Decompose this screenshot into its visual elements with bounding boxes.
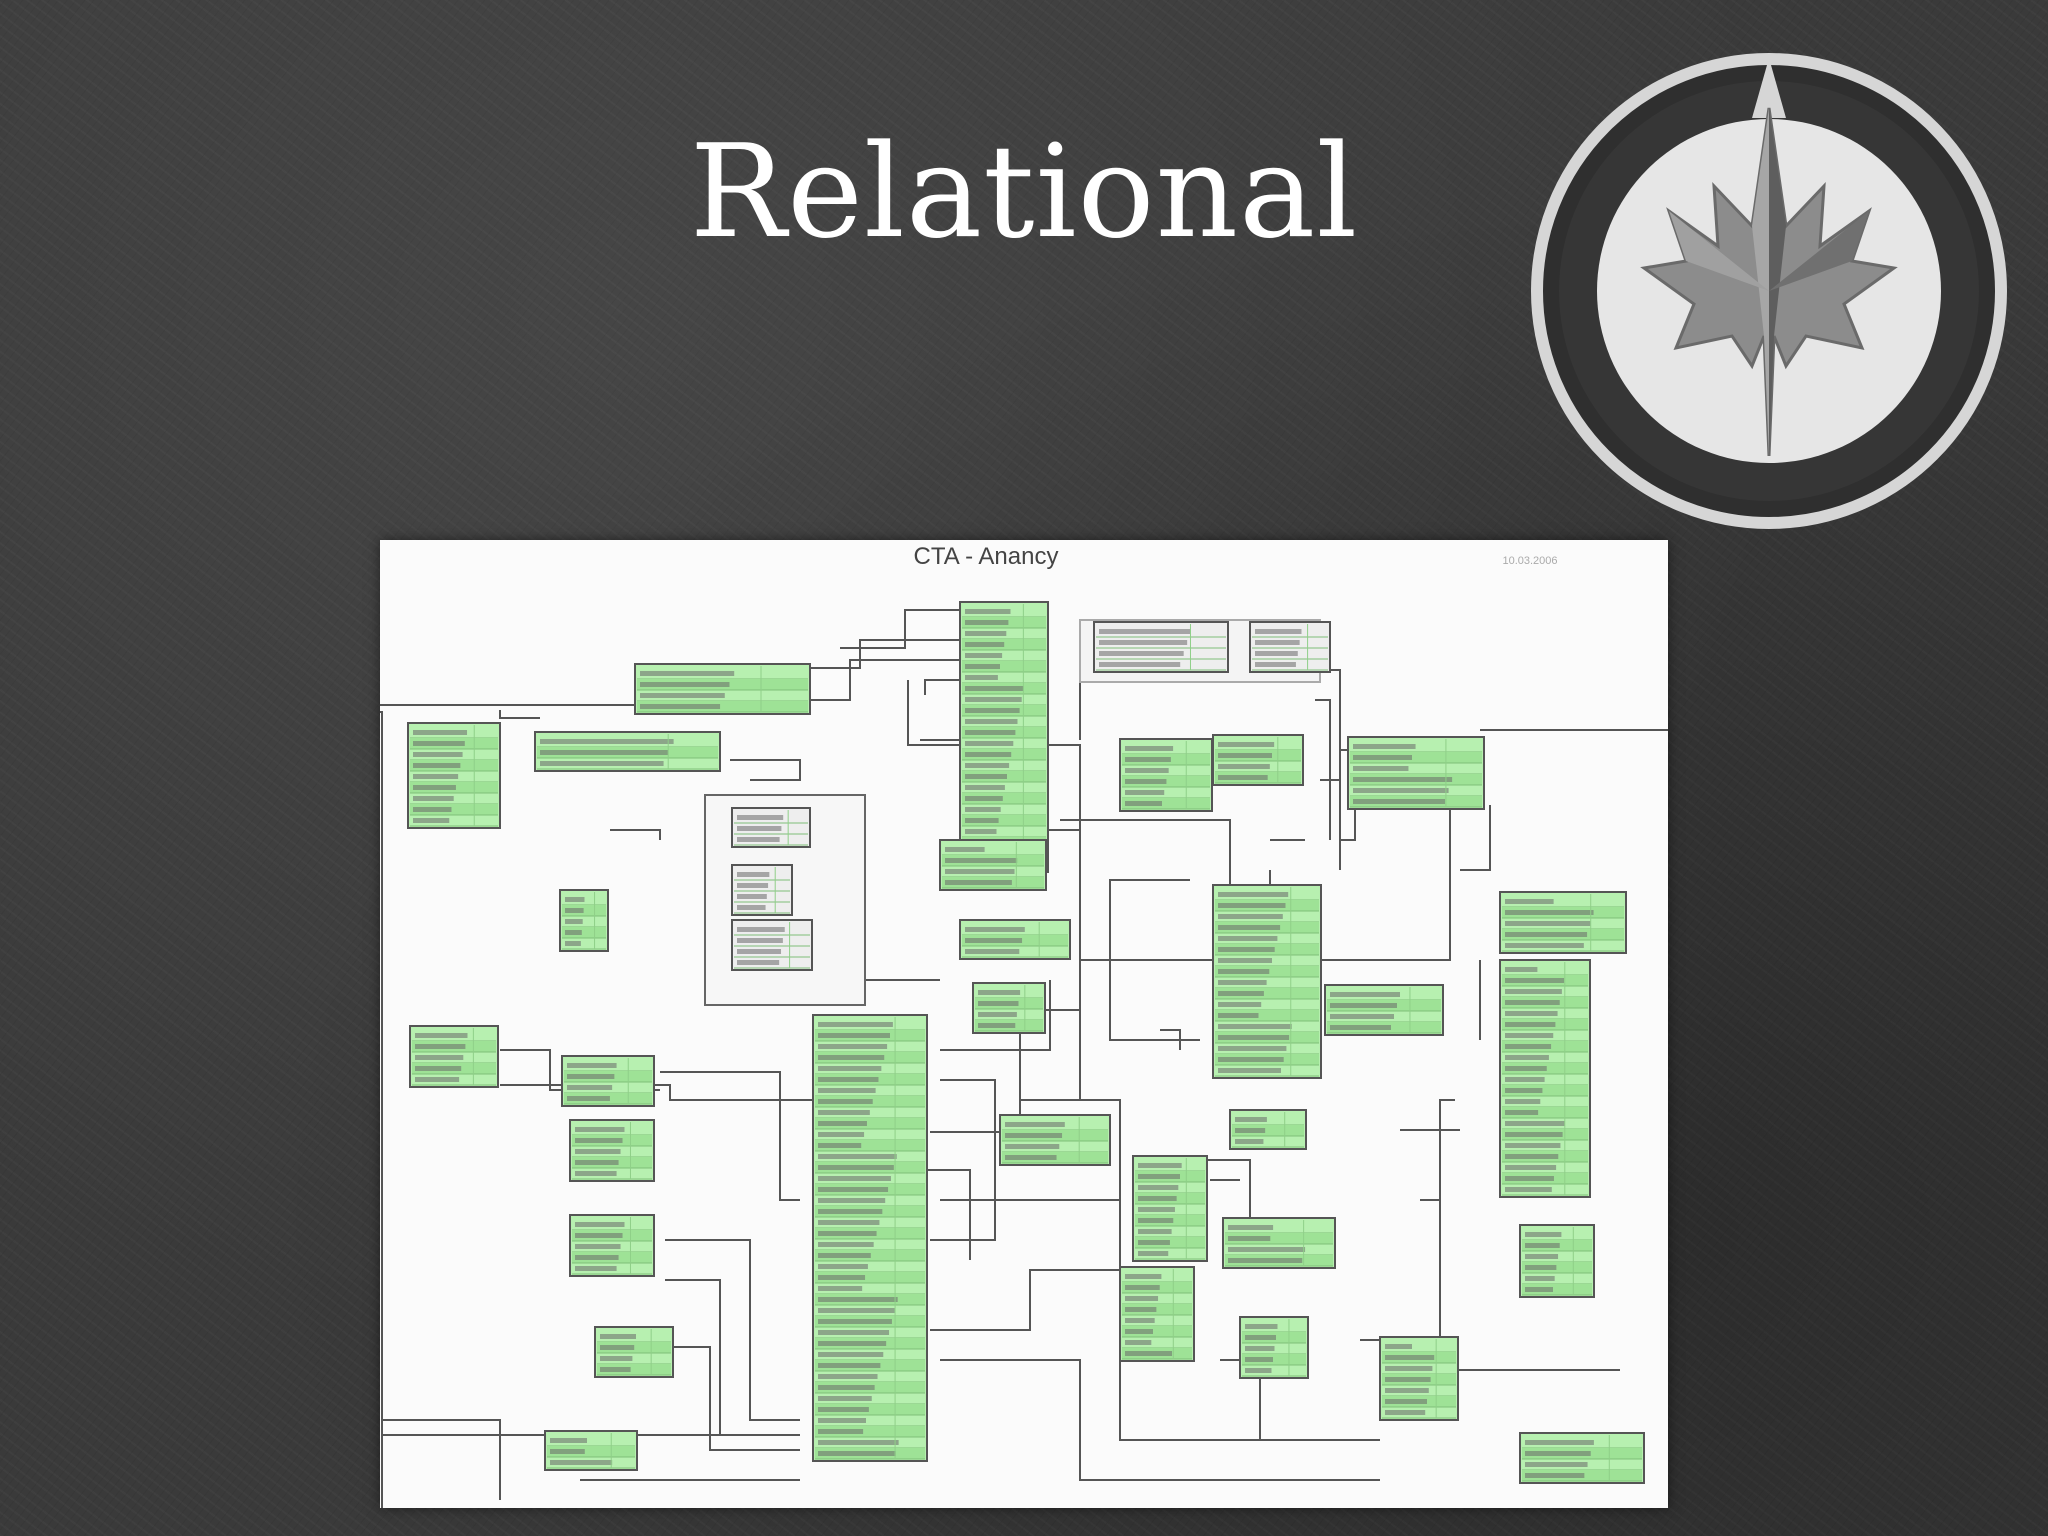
relationship-line — [940, 980, 1051, 1051]
relationship-line — [1315, 699, 1331, 840]
relationship-line — [1080, 750, 1451, 961]
er-table — [731, 919, 813, 971]
diagram-date-stamp: 10.03.2006 — [1502, 555, 1557, 567]
diagram-canvas: CTA - Anancy 10.03.2006 — [380, 543, 1668, 1508]
database-diagram: CTA - Anancy 10.03.2006 — [380, 540, 1668, 1508]
relationship-line — [920, 1169, 971, 1260]
er-table — [1119, 1266, 1195, 1362]
er-table — [812, 1014, 928, 1462]
er-table — [1519, 1432, 1645, 1484]
er-table — [1499, 891, 1627, 954]
relationship-line — [665, 1239, 800, 1421]
er-table — [1347, 736, 1485, 810]
er-table — [569, 1119, 655, 1182]
er-table — [972, 982, 1046, 1034]
relationship-line — [1109, 879, 1190, 980]
er-table — [1132, 1155, 1208, 1262]
er-table — [559, 889, 609, 952]
er-table — [999, 1114, 1111, 1166]
relationship-line — [610, 829, 661, 840]
er-table — [959, 601, 1049, 873]
er-table — [1212, 884, 1322, 1079]
relationship-line — [380, 711, 383, 1508]
er-table — [594, 1326, 674, 1378]
er-table — [409, 1025, 499, 1088]
er-table — [1519, 1224, 1595, 1298]
relationship-line — [924, 679, 965, 695]
er-table — [939, 839, 1047, 891]
er-table — [1212, 734, 1304, 786]
relationship-line — [940, 1359, 1380, 1481]
er-table — [1222, 1217, 1336, 1269]
er-table — [731, 807, 811, 848]
relationship-line — [665, 1279, 721, 1435]
relationship-line — [1109, 980, 1200, 1041]
relationship-line — [730, 759, 801, 781]
relationship-line — [930, 1269, 1170, 1331]
er-table — [1499, 959, 1591, 1198]
er-table — [407, 722, 501, 829]
relationship-line — [840, 609, 960, 649]
er-table — [1324, 984, 1444, 1036]
er-table — [1229, 1109, 1307, 1150]
relationship-line — [382, 1419, 501, 1500]
er-table — [544, 1430, 638, 1471]
relationship-line — [380, 704, 651, 712]
relationship-line — [660, 1071, 800, 1201]
er-table — [569, 1214, 655, 1277]
relationship-line — [930, 1079, 996, 1241]
relationship-line — [1439, 1099, 1620, 1371]
er-table — [561, 1055, 655, 1107]
slide-title: Relational — [689, 118, 1359, 267]
relationship-line — [1160, 1029, 1181, 1050]
relationship-line — [499, 710, 540, 719]
er-table — [1379, 1336, 1459, 1421]
diagram-title: CTA - Anancy — [914, 543, 1059, 570]
er-table — [1119, 738, 1213, 812]
er-table — [959, 919, 1071, 960]
er-table — [1249, 621, 1331, 673]
relationship-line — [1060, 819, 1231, 910]
er-table — [634, 663, 811, 715]
tables — [407, 601, 1645, 1484]
maple-leaf-jet-icon — [1531, 53, 2007, 529]
er-table — [1093, 621, 1229, 673]
jets-logo — [1524, 36, 2014, 546]
er-table — [1239, 1316, 1309, 1379]
er-table — [731, 864, 793, 916]
er-table — [534, 731, 721, 772]
relationship-line — [1460, 805, 1491, 871]
